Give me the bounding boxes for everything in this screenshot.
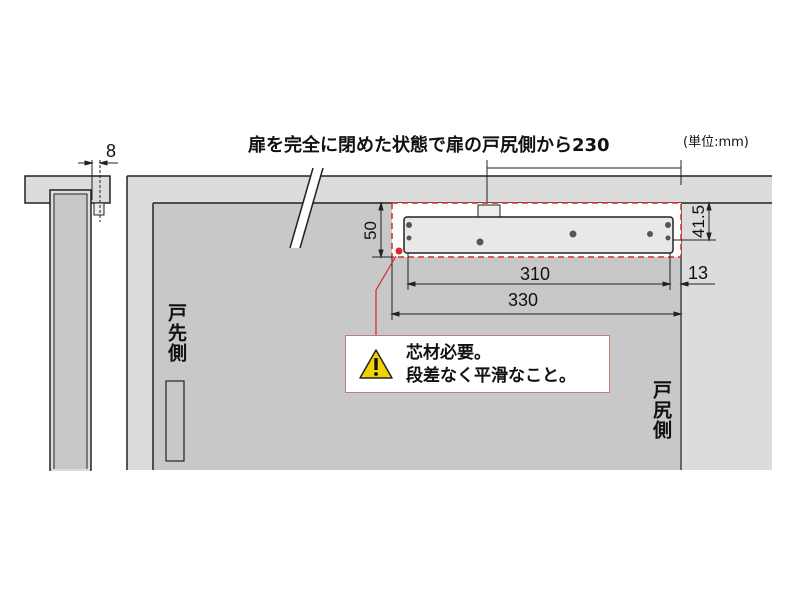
callout-leader [375,247,403,335]
door-leading-edge-label: 戸先側 [165,303,187,363]
length-310-dimension [406,253,715,290]
door-slot [165,380,185,462]
callout-line-1: 芯材必要。 [406,343,491,363]
length-330-dimension [390,257,683,320]
height-50-label: 50 [361,221,380,240]
warning-icon [359,349,393,379]
gap-dimension-label: 8 [106,141,116,161]
reinforcement-callout: 芯材必要。 段差なく平滑なこと。 [345,335,610,393]
length-330-label: 330 [508,290,538,310]
gap-dimension [78,160,118,222]
installation-note-title: 扉を完全に閉めた状態で扉の戸尻側から230 [248,135,610,156]
height-41-5-label: 41.5 [689,205,708,238]
height-50-dimension [372,201,392,259]
offset-13-label: 13 [688,263,708,283]
height-41-5-dimension [673,201,716,242]
callout-line-2: 段差なく平滑なこと。 [406,366,576,386]
left-frame [24,175,111,471]
door-closer-body [403,204,674,254]
length-310-label: 310 [520,264,550,284]
break-line [289,167,324,249]
unit-label: (単位:mm) [683,135,749,150]
door-hinge-edge-label: 戸尻側 [650,380,672,440]
